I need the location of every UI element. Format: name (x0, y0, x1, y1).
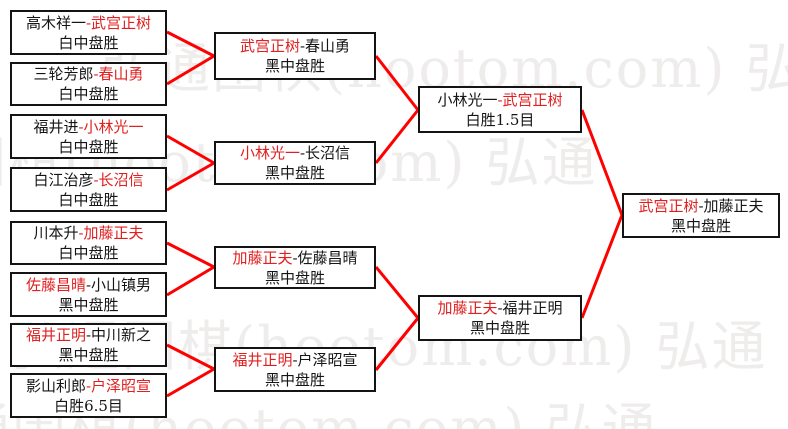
match-result: 黑中盘胜 (264, 268, 325, 287)
match-result: 白中盘胜 (58, 85, 119, 103)
match-players: 武宫正树-春山勇 (240, 36, 350, 56)
player-name: 加藤正夫 (437, 299, 498, 317)
bracket-connector (580, 214, 624, 319)
match-box-round1-6: 佐藤昌晴-小山镇男 黑中盘胜 (10, 272, 167, 317)
match-result: 黑中盘胜 (264, 164, 325, 182)
bracket-connector (166, 241, 215, 269)
match-result: 黑中盘胜 (469, 319, 530, 337)
player-name: 川本升 (33, 224, 79, 242)
bracket-connector (580, 109, 624, 216)
match-box-round1-5: 川本升-加藤正夫 白中盘胜 (10, 221, 167, 265)
bracket-connector (374, 317, 420, 371)
match-box-semifinal-1: 小林光一-武宫正树 白胜1.5目 (418, 86, 582, 133)
match-players: 三轮芳郎-春山勇 (33, 64, 143, 84)
player-name: -春山勇 (93, 65, 144, 83)
match-result: 黑中盘胜 (264, 57, 325, 75)
match-players: 高木祥一-武宫正树 (26, 13, 151, 33)
match-result: 白中盘胜 (58, 33, 119, 52)
player-name: -武宫正树 (497, 90, 563, 109)
match-box-round1-3: 福井进-小林光一 白中盘胜 (10, 114, 167, 159)
match-result: 白胜6.5目 (54, 396, 123, 415)
player-name: 福井进 (33, 117, 79, 136)
match-players: 加藤正夫-佐藤昌晴 (232, 248, 357, 268)
player-name: 加藤正夫 (232, 248, 293, 267)
player-name: 三轮芳郎 (33, 65, 94, 83)
match-players: 小林光一-武宫正树 (437, 90, 562, 110)
match-result: 白中盘胜 (58, 244, 119, 262)
bracket-connectors (166, 30, 624, 398)
match-box-round1-4: 白江治彦-长沼信 白中盘胜 (10, 167, 167, 212)
player-name: -小林光一 (78, 117, 144, 136)
player-name: -户泽昭宣 (292, 350, 358, 369)
match-players: 武宫正树-加藤正夫 (638, 196, 763, 216)
match-result: 黑中盘胜 (58, 346, 119, 364)
player-name: -中川新之 (85, 326, 152, 344)
player-name: -春山勇 (299, 37, 351, 55)
bracket-connector (166, 367, 215, 398)
player-name: 福井正明 (25, 326, 86, 344)
match-players: 加藤正夫-福井正明 (437, 298, 562, 318)
match-box-round1-1: 高木祥一-武宫正树 白中盘胜 (10, 10, 167, 55)
player-name: 小林光一 (239, 144, 300, 162)
player-name: 白江治彦 (33, 170, 94, 189)
player-name: 福井正明 (232, 350, 293, 369)
player-name: -户泽昭宣 (85, 376, 152, 395)
bracket-connector (166, 161, 215, 192)
player-name: -长沼信 (299, 144, 351, 162)
player-name: -加藤正夫 (698, 196, 764, 215)
bracket-connector (374, 109, 420, 164)
match-box-round2-2: 小林光一-长沼信 黑中盘胜 (214, 141, 376, 185)
match-players: 福井正明-中川新之 (26, 325, 151, 345)
player-name: 高木祥一 (25, 13, 86, 32)
bracket-connector (166, 54, 215, 86)
player-name: -武宫正树 (85, 13, 152, 32)
match-box-semifinal-2: 加藤正夫-福井正明 黑中盘胜 (418, 295, 582, 341)
bracket-connector (166, 265, 215, 297)
bracket-connector (374, 266, 420, 319)
match-players: 影山利郎-户泽昭宣 (26, 376, 151, 396)
match-box-round2-1: 武宫正树-春山勇 黑中盘胜 (214, 32, 376, 80)
match-result: 黑中盘胜 (264, 370, 325, 389)
match-players: 佐藤昌晴-小山镇男 (26, 275, 151, 295)
bracket-connector (374, 55, 420, 111)
match-result: 黑中盘胜 (58, 295, 119, 314)
bracket-connector (166, 134, 215, 165)
player-name: -长沼信 (93, 170, 144, 189)
player-name: -小山镇男 (85, 275, 152, 294)
bracket-connector (166, 343, 215, 371)
player-name: -加藤正夫 (78, 224, 144, 242)
player-name: -福井正明 (497, 299, 563, 317)
player-name: -佐藤昌晴 (292, 248, 358, 267)
match-result: 白中盘胜 (58, 190, 119, 209)
match-players: 福井进-小林光一 (33, 117, 143, 137)
match-players: 福井正明-户泽昭宣 (232, 350, 357, 370)
match-box-final: 武宫正树-加藤正夫 黑中盘胜 (622, 193, 780, 238)
match-players: 川本升-加藤正夫 (33, 223, 143, 243)
match-box-round2-4: 福井正明-户泽昭宣 黑中盘胜 (214, 347, 376, 392)
match-result: 白胜1.5目 (465, 110, 535, 129)
match-players: 小林光一-长沼信 (240, 143, 350, 163)
match-result: 白中盘胜 (58, 137, 119, 156)
player-name: 小林光一 (437, 90, 498, 109)
match-box-round1-2: 三轮芳郎-春山勇 白中盘胜 (10, 62, 167, 106)
match-box-round1-7: 福井正明-中川新之 黑中盘胜 (10, 323, 167, 367)
player-name: 武宫正树 (638, 196, 699, 215)
match-box-round2-3: 加藤正夫-佐藤昌晴 黑中盘胜 (214, 246, 376, 289)
player-name: 佐藤昌晴 (25, 275, 86, 294)
player-name: 影山利郎 (25, 376, 86, 395)
match-box-round1-8: 影山利郎-户泽昭宣 白胜6.5目 (10, 373, 167, 418)
match-players: 白江治彦-长沼信 (33, 170, 143, 190)
player-name: 武宫正树 (239, 37, 300, 55)
bracket-connector (166, 30, 215, 58)
match-result: 黑中盘胜 (670, 216, 731, 235)
